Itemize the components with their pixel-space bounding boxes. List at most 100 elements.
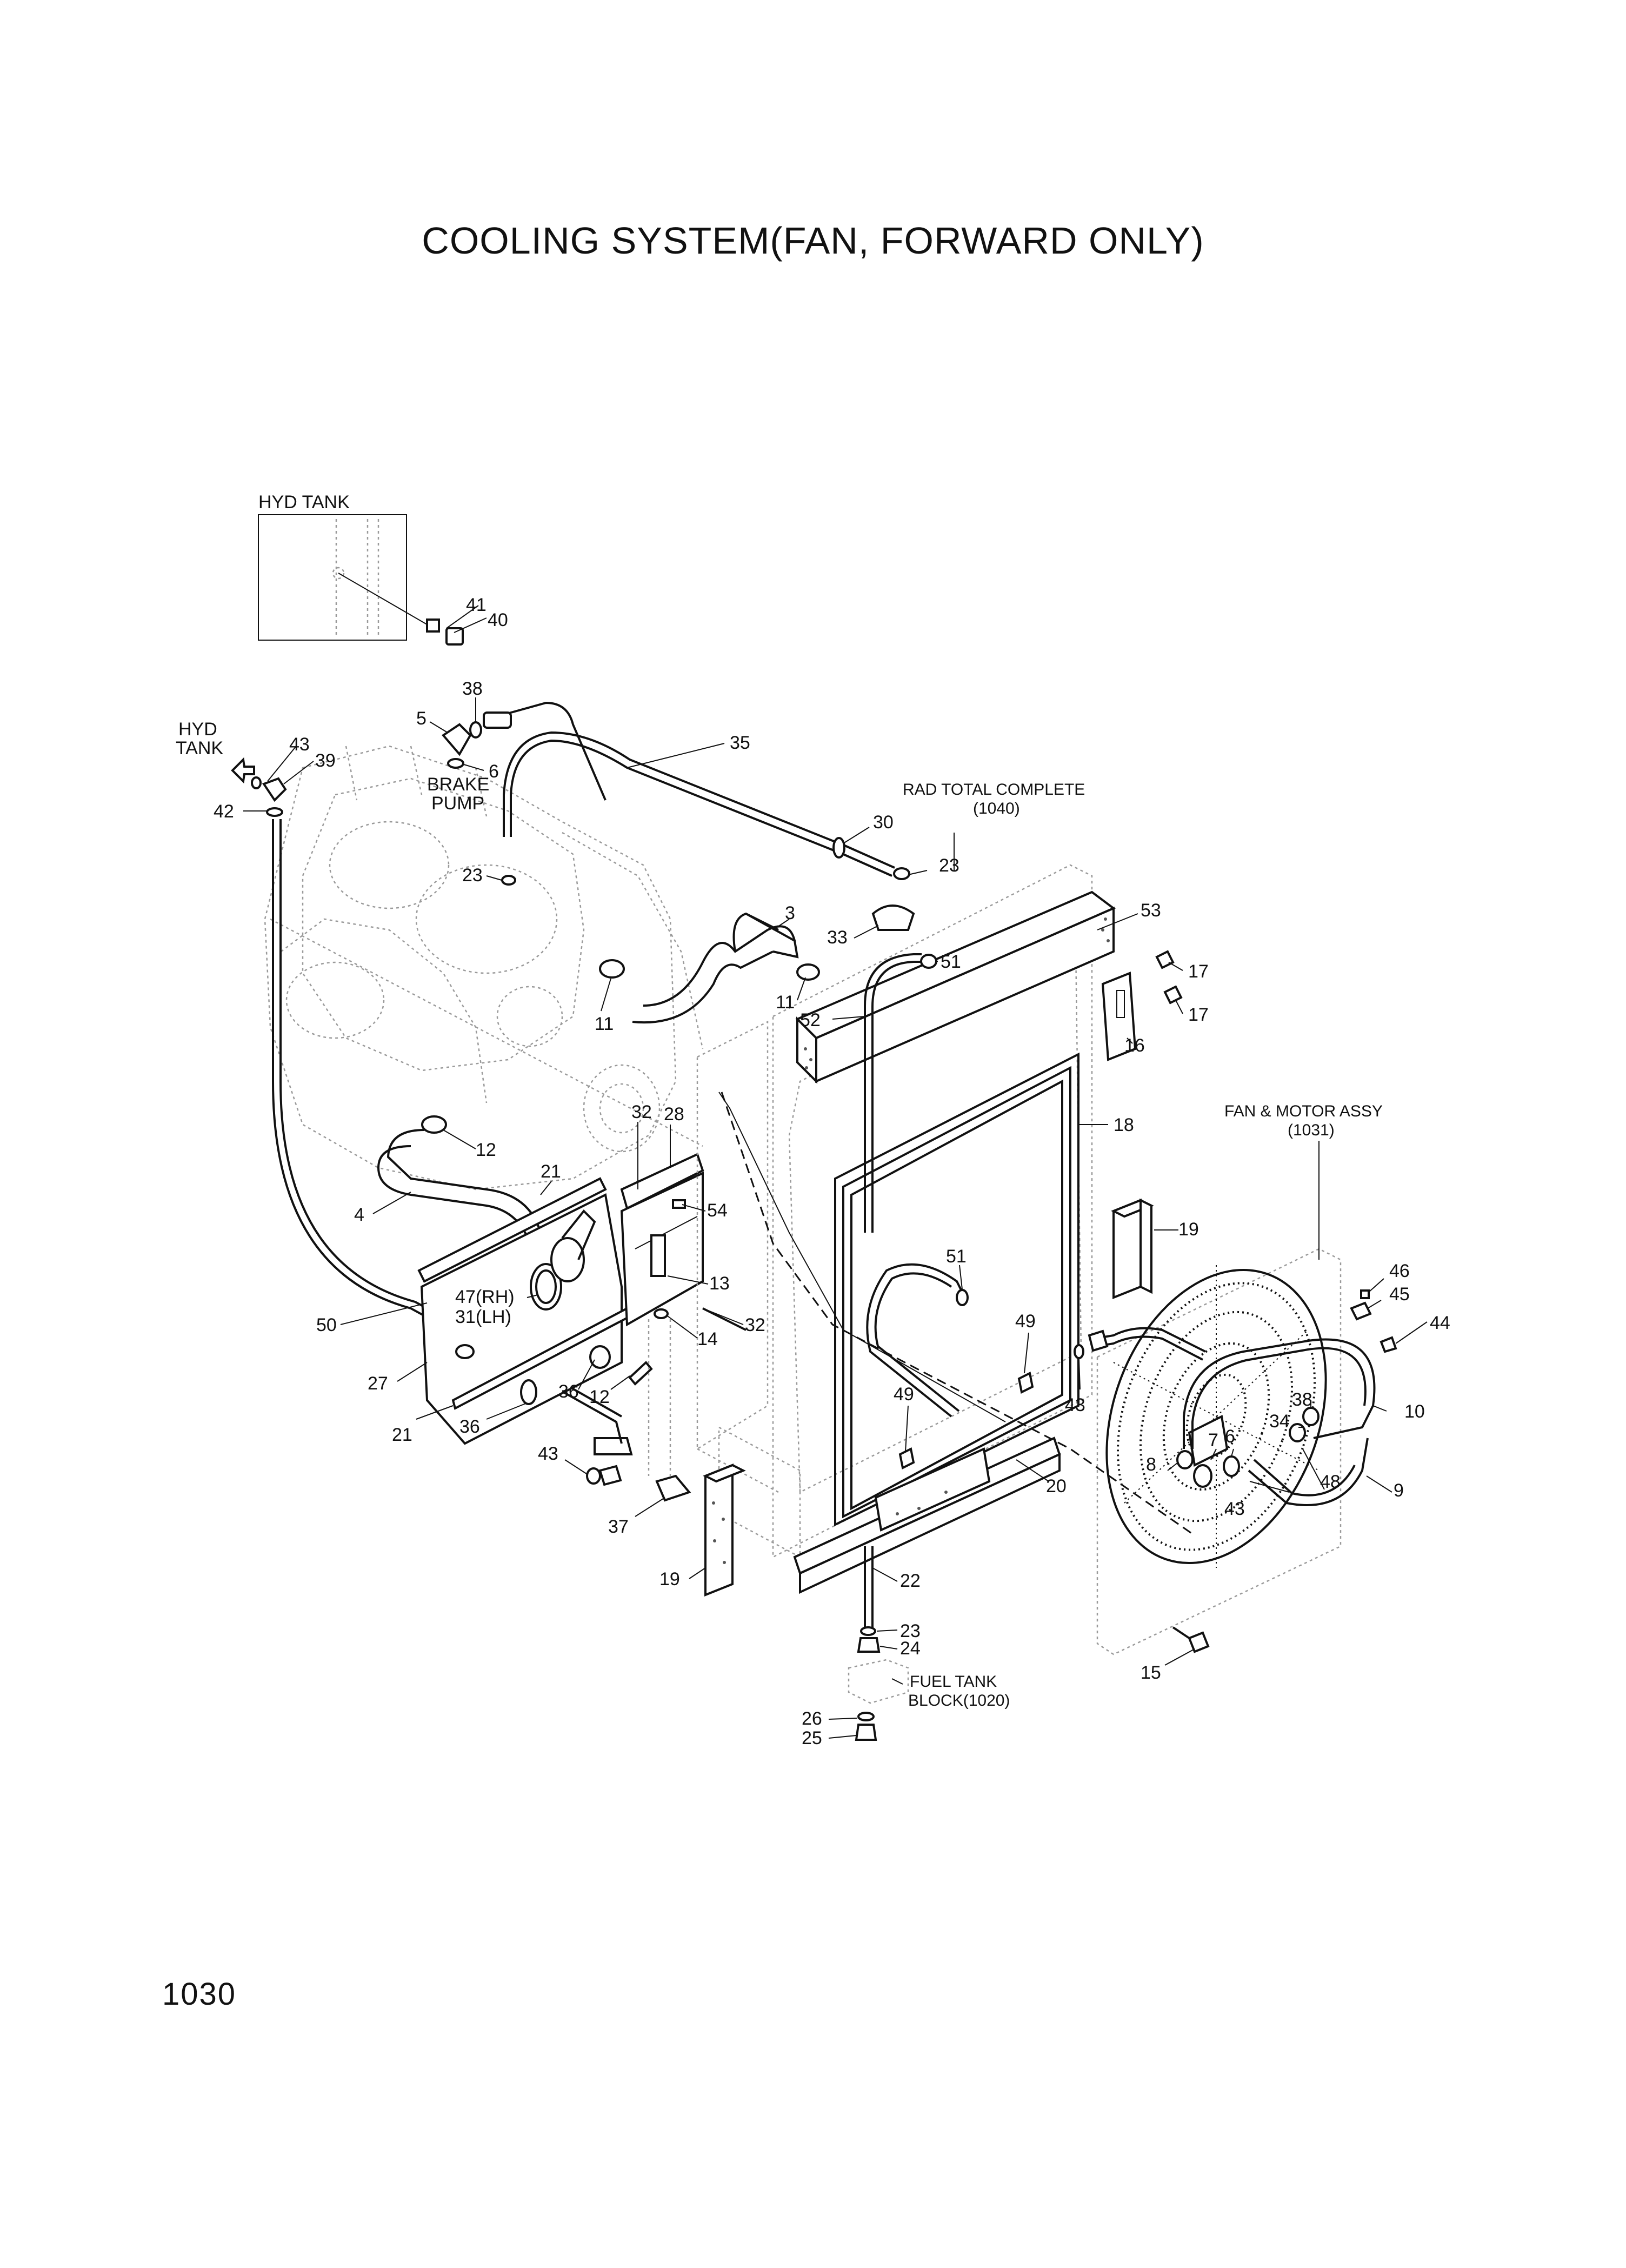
callout-23: 23 [900, 1621, 921, 1641]
pipe-35 [497, 701, 910, 880]
fuel-tank-label-1: FUEL TANK [910, 1673, 997, 1691]
hyd-tank-inset-label: HYD TANK [258, 492, 350, 513]
plug-25 [855, 1724, 877, 1741]
rad-total-label-2: (1040) [973, 800, 1020, 817]
callout-9: 9 [1394, 1480, 1404, 1501]
fitting-44 [1380, 1336, 1397, 1353]
callout-23: 23 [939, 855, 959, 876]
callout-37: 37 [608, 1517, 629, 1537]
oring-43-bottom [586, 1467, 601, 1485]
clamp-11-right [796, 963, 820, 981]
oring-43-fan [1193, 1464, 1212, 1488]
callout-38: 38 [1292, 1389, 1312, 1410]
elbow-5 [442, 723, 472, 756]
callout-39: 39 [315, 750, 336, 771]
cap-46 [1360, 1289, 1370, 1299]
callout-6: 6 [1225, 1426, 1235, 1447]
hose-3 [599, 912, 820, 1024]
bolt-54 [672, 1199, 686, 1209]
callout-19: 19 [1178, 1219, 1199, 1240]
callout-25: 25 [802, 1728, 822, 1748]
callout-54: 54 [707, 1200, 728, 1221]
hyd-tank-inset: HYD TANK [258, 492, 464, 646]
valve-49-left [898, 1447, 915, 1469]
hyd-tank-arrow-label-1: HYD [178, 719, 217, 740]
brake-pump-label-1: BRAKE [427, 774, 489, 795]
oring-6 [447, 758, 464, 769]
rad-total-label-1: RAD TOTAL COMPLETE [903, 781, 1085, 799]
leader-lines [243, 605, 1428, 1739]
fuel-tank-label-2: BLOCK(1020) [908, 1692, 1010, 1710]
callout-53: 53 [1141, 900, 1161, 921]
callout-19: 19 [659, 1569, 680, 1589]
oring-42 [266, 807, 283, 817]
callout-49: 49 [894, 1384, 914, 1405]
callout-7: 7 [1208, 1430, 1218, 1451]
callout-8: 8 [1146, 1454, 1156, 1475]
fuel-tank-block [848, 1659, 909, 1741]
washer-14 [654, 1308, 669, 1319]
oring-23-brake [501, 875, 516, 886]
valve-49-right [1017, 1372, 1034, 1394]
fitting-45 [1350, 1301, 1372, 1321]
callout-43: 43 [1224, 1499, 1245, 1519]
callout-46: 46 [1389, 1261, 1410, 1281]
callout-24: 24 [900, 1638, 921, 1659]
callout-36: 36 [558, 1381, 579, 1402]
brake-pump-label-2: PUMP [431, 793, 484, 814]
callout-42: 42 [214, 801, 234, 822]
pipe-51-lower [866, 1263, 969, 1418]
callout-44: 44 [1430, 1313, 1450, 1333]
oring-6-fan [1223, 1455, 1240, 1477]
cap-33 [871, 904, 915, 931]
fan-motor-assy [898, 1248, 1397, 1655]
fitting-24 [857, 1637, 881, 1653]
bracket-37 [655, 1474, 691, 1502]
fan-motor-label-2: (1031) [1288, 1121, 1335, 1139]
foam-block-19-right [1111, 1198, 1154, 1299]
callout-labels: 41 40 38 5 6 43 39 42 35 30 23 23 3 53 3… [214, 595, 1450, 1748]
callout-49: 49 [1015, 1311, 1036, 1332]
callout-23: 23 [462, 865, 483, 886]
callout-16: 16 [1124, 1035, 1145, 1056]
oring-26 [857, 1712, 875, 1721]
bolt-17-b [1163, 985, 1183, 1005]
diagram-title: COOLING SYSTEM(FAN, FORWARD ONLY) [422, 220, 1204, 262]
callout-11: 11 [595, 1014, 614, 1034]
callout-50: 50 [316, 1315, 337, 1335]
callout-21: 21 [392, 1425, 412, 1445]
clamp-11-left [599, 959, 625, 979]
bolt-15 [1188, 1631, 1210, 1653]
callout-14: 14 [697, 1329, 718, 1349]
clamp-51-top [920, 954, 937, 969]
callout-5: 5 [416, 708, 427, 729]
callout-36: 36 [459, 1416, 480, 1437]
callout-43: 43 [538, 1444, 558, 1464]
callout-33: 33 [827, 927, 848, 948]
callout-6: 6 [489, 761, 499, 782]
callout-22: 22 [900, 1571, 921, 1591]
oring-38-fan [1302, 1407, 1320, 1426]
hyd-tank-arrow-label-2: TANK [176, 738, 223, 759]
callout-26: 26 [802, 1708, 822, 1729]
callout-11: 11 [776, 992, 795, 1013]
bolt-12 [628, 1361, 653, 1386]
callout-17: 17 [1188, 1005, 1209, 1025]
callout-48: 48 [1320, 1472, 1341, 1492]
oring-43 [251, 776, 262, 789]
oring-34 [1289, 1423, 1306, 1442]
bracket-28-32 [620, 1153, 747, 1502]
fitting-43-bottom [598, 1465, 622, 1486]
callout-17: 17 [1188, 961, 1209, 982]
clamp-30 [832, 837, 845, 859]
brake-pump-fittings [231, 711, 516, 886]
hose-50 [272, 819, 633, 1455]
callout-12: 12 [589, 1387, 610, 1407]
callout-31-lh: 31(LH) [455, 1307, 511, 1327]
hose-fitting-38 [483, 711, 512, 729]
callout-18: 18 [1114, 1115, 1134, 1135]
callout-30: 30 [873, 812, 894, 833]
callout-51: 51 [946, 1246, 967, 1267]
callout-45: 45 [1389, 1284, 1410, 1305]
